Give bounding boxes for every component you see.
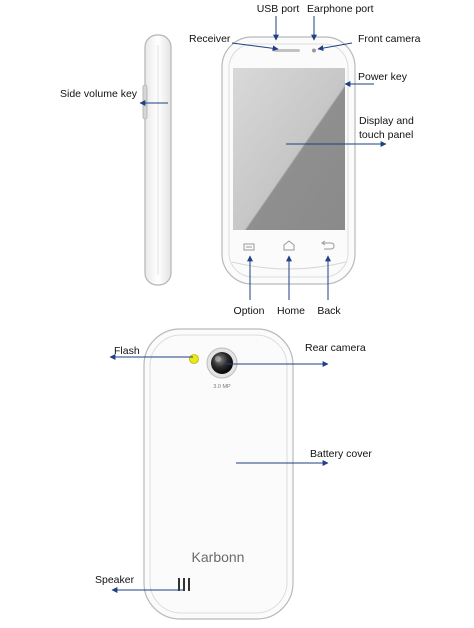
home-label: Home <box>277 305 305 317</box>
side-volume-key-label: Side volume key <box>60 88 138 100</box>
earphone-port-label: Earphone port <box>307 3 374 15</box>
rear-view: 3.0 MP Karbonn Flash Rear camera Battery… <box>95 328 372 620</box>
rear-phone-body: 3.0 MP Karbonn <box>143 328 294 620</box>
front-camera-label: Front camera <box>358 33 421 45</box>
flash-label: Flash <box>114 345 140 357</box>
front-camera-dot <box>312 48 316 53</box>
speaker-label: Speaker <box>95 574 135 586</box>
display-label-line1: Display and <box>359 115 414 127</box>
camera-mp-text: 3.0 MP <box>213 384 231 390</box>
menu-key-icon <box>243 243 255 251</box>
arrow-icon <box>317 42 353 52</box>
battery-cover-label: Battery cover <box>310 448 372 460</box>
side-volume-key <box>142 84 148 120</box>
flash-led-icon <box>189 354 199 364</box>
camera-lens-icon <box>206 347 238 379</box>
brand-logo: Karbonn <box>192 549 245 565</box>
display-screen <box>233 68 345 230</box>
front-view: USB port Earphone port Receiver Front ca… <box>60 3 421 317</box>
front-phone-body <box>221 36 356 285</box>
receiver-label: Receiver <box>189 33 231 45</box>
usb-port-label: USB port <box>257 3 300 15</box>
power-key-label: Power key <box>358 71 408 83</box>
display-label-line2: touch panel <box>359 129 413 141</box>
home-key-icon <box>283 240 295 251</box>
receiver-slot <box>274 49 300 52</box>
arrow-icon <box>231 42 279 52</box>
side-profile <box>142 34 172 286</box>
back-key-icon <box>321 240 335 250</box>
speaker-grille-icon <box>178 578 190 591</box>
back-label: Back <box>317 305 341 317</box>
option-label: Option <box>234 305 265 317</box>
rear-camera-label: Rear camera <box>305 342 366 354</box>
